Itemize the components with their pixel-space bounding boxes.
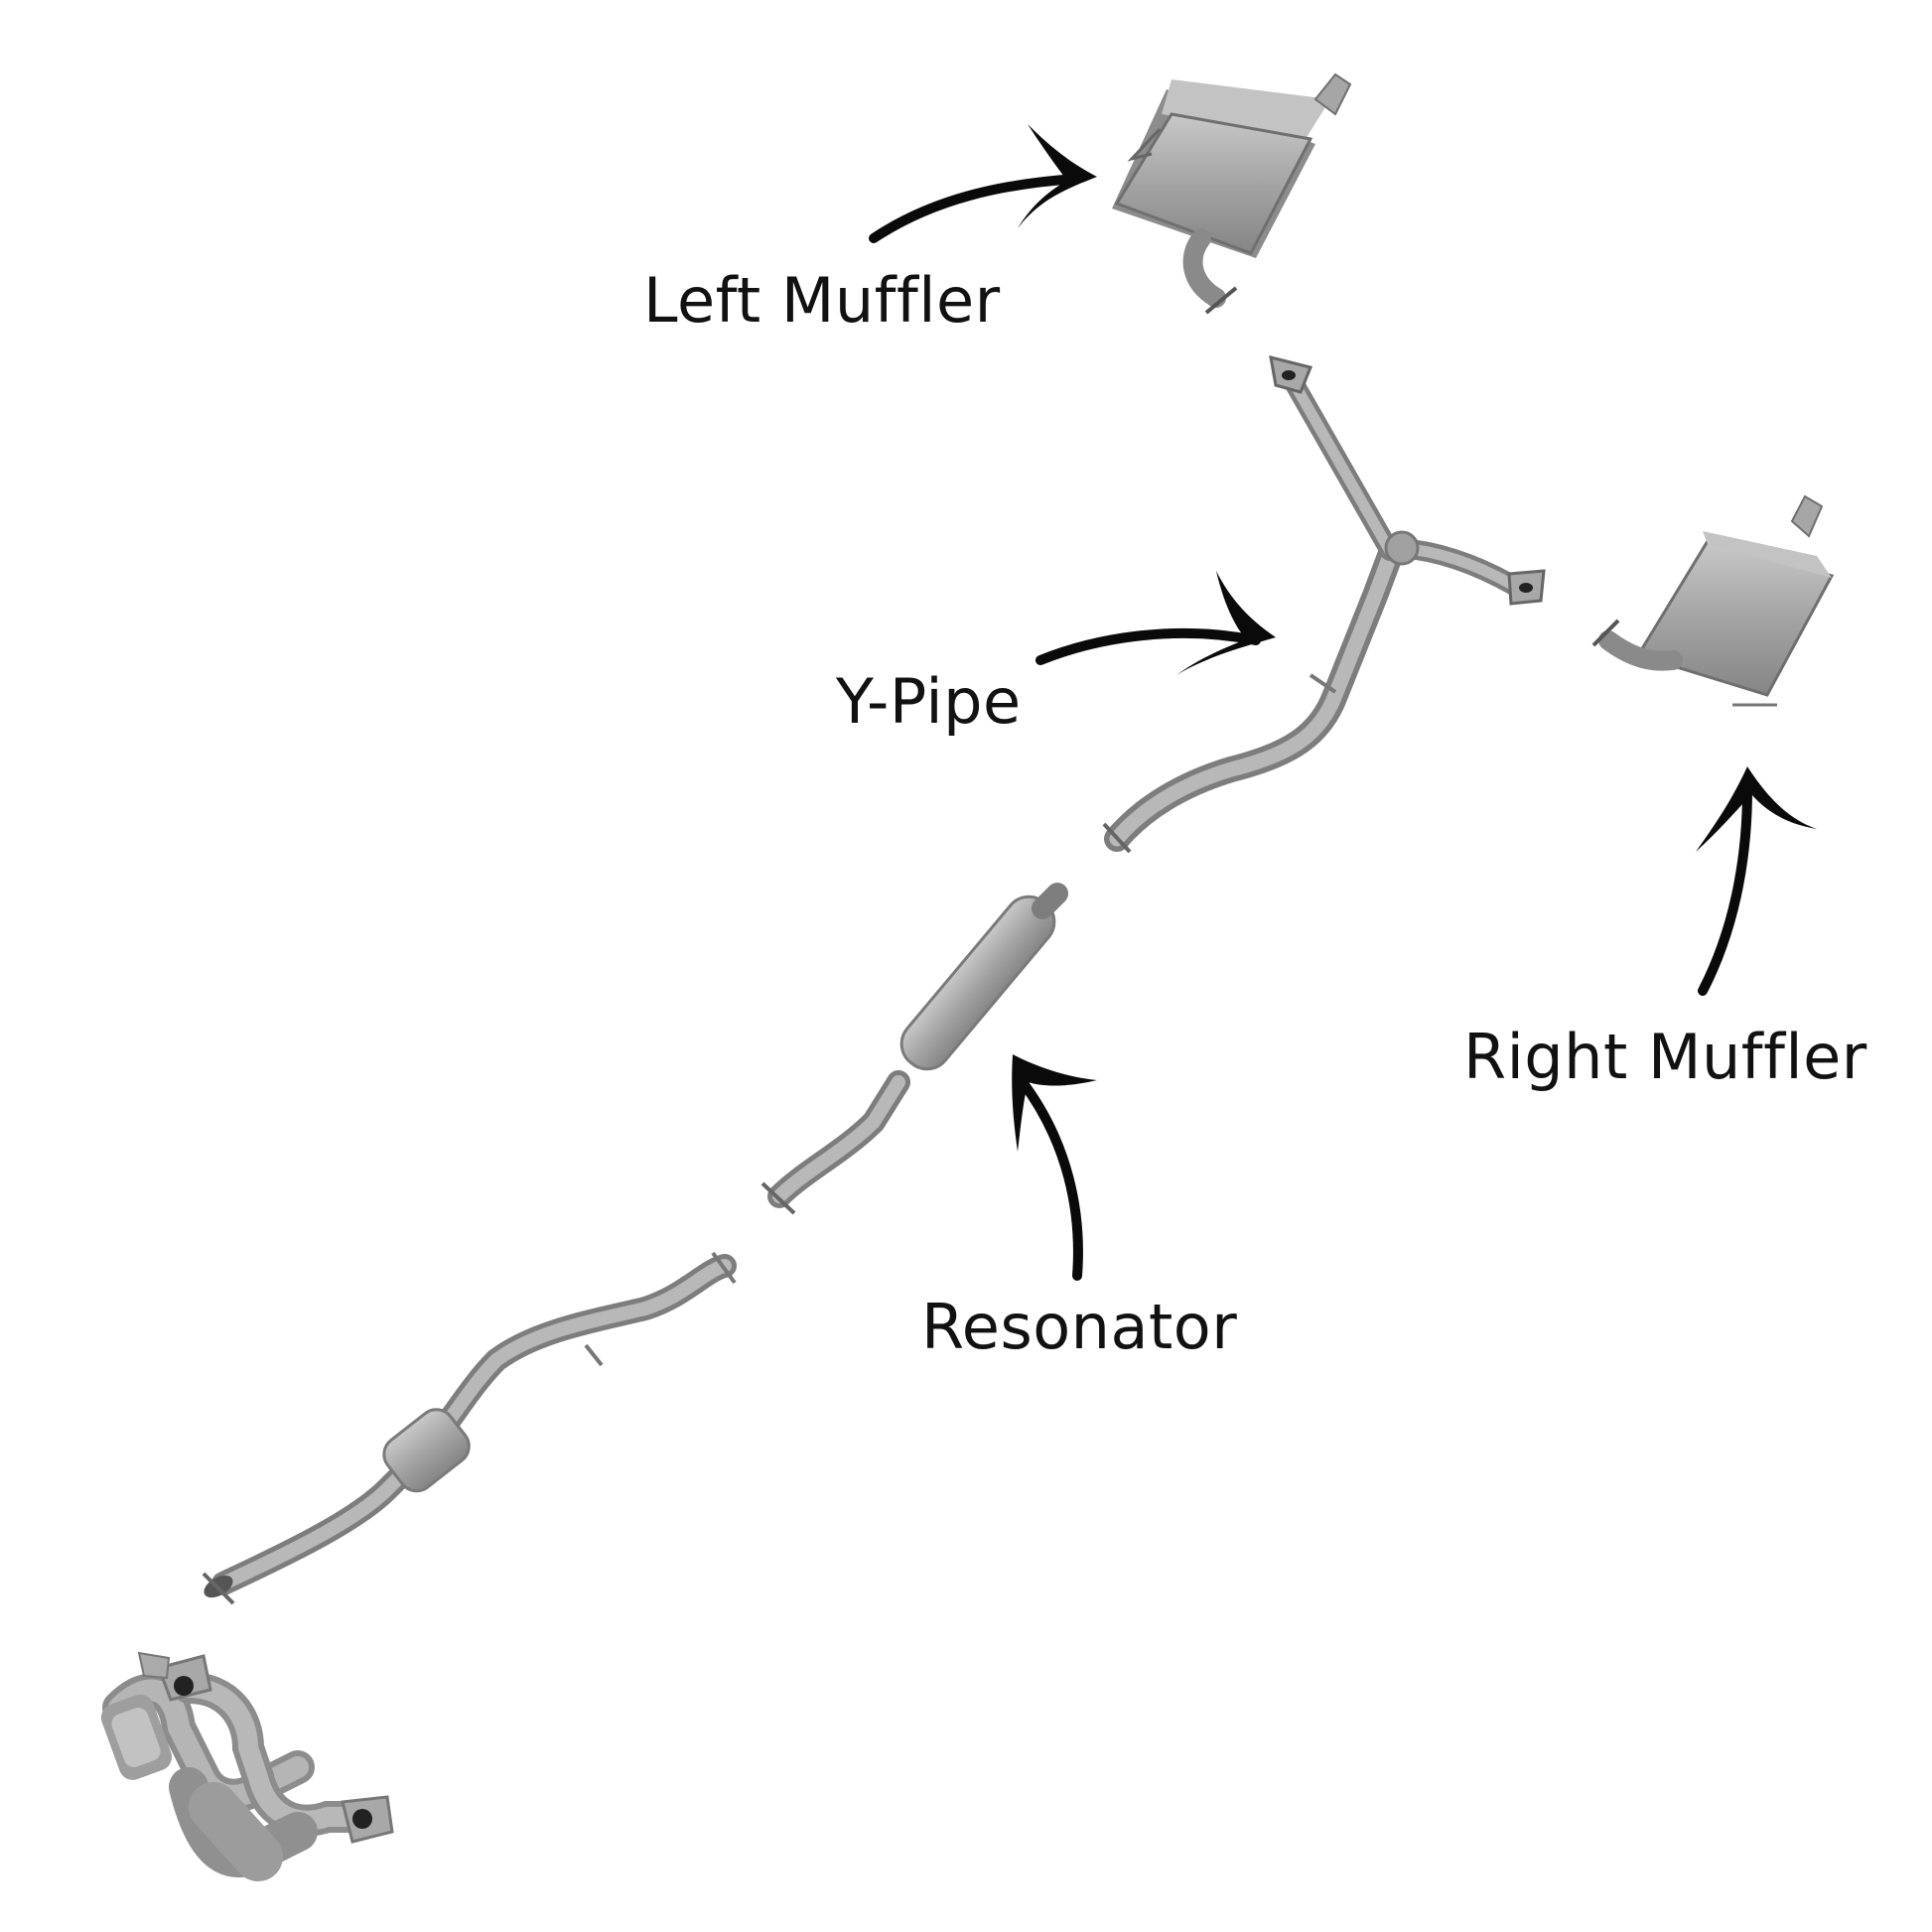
left-muffler-part [1112,72,1352,315]
arrow-left-muffler [869,124,1097,243]
right-muffler-part [1591,494,1835,707]
resonator-part [760,883,1068,1215]
y-pipe-label: Y-Pipe [836,665,1022,738]
left-muffler-label: Left Muffler [643,264,1001,337]
y-pipe-part [1102,354,1546,854]
resonator-label: Resonator [921,1291,1238,1363]
right-muffler-label: Right Muffler [1463,1021,1867,1093]
arrow-right-muffler [1696,766,1817,996]
header-manifold [100,1651,394,1881]
arrow-y-pipe [1035,571,1276,675]
front-pipe [202,1251,737,1605]
arrow-resonator [1012,1054,1097,1281]
